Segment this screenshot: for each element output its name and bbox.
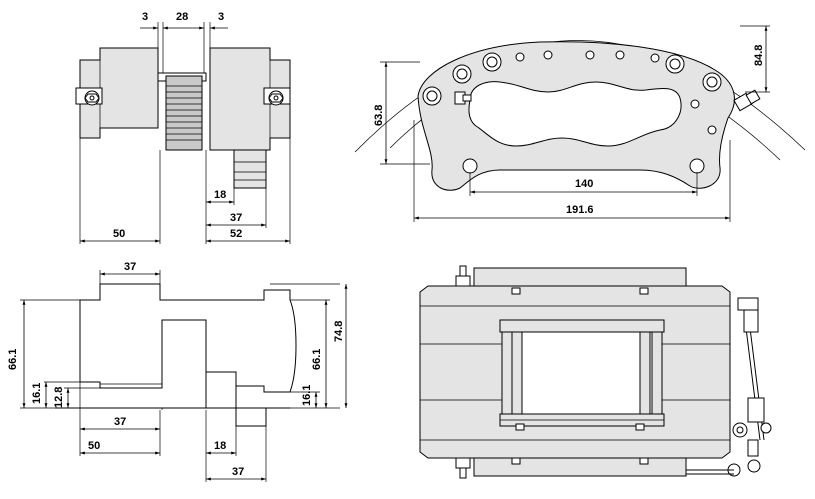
bolt-heads [455, 265, 649, 479]
dim-191-6: 191.6 [566, 204, 594, 216]
right-bleed-screw-icon [263, 87, 291, 106]
section-view: 37 66.1 16.1 12.8 66.1 74.8 16.1 37 50 1… [7, 261, 348, 482]
dim-66-1-right: 66.1 [311, 349, 323, 370]
dim-section-37-inner: 37 [114, 416, 126, 428]
dim-section-37-top: 37 [124, 261, 136, 273]
brake-line-icon [686, 297, 772, 477]
front-view: 3 28 3 18 37 50 52 [75, 11, 291, 244]
dim-18: 18 [214, 189, 226, 201]
left-bleed-screw-icon [75, 87, 103, 106]
dim-12-8: 12.8 [53, 387, 65, 408]
dim-16-1-right: 16.1 [301, 385, 313, 406]
dim-28: 28 [176, 11, 188, 23]
mounting-block [233, 149, 267, 189]
right-fitting-icon [733, 89, 761, 112]
dim-140: 140 [575, 178, 593, 190]
dim-section-50: 50 [88, 440, 100, 452]
dim-66-1-left: 66.1 [7, 349, 19, 370]
bottom-rail [473, 455, 687, 477]
section-outline [79, 283, 297, 393]
rotor-teeth [165, 75, 203, 151]
dim-52: 52 [230, 228, 242, 240]
dim-63-8: 63.8 [373, 105, 385, 126]
dim-50: 50 [113, 228, 125, 240]
dim-section-18: 18 [214, 440, 226, 452]
left-caliper-body [79, 47, 159, 139]
dim-section-37-bottom: 37 [232, 466, 244, 478]
dim-16-1-left: 16.1 [31, 383, 43, 404]
caliper-window [468, 81, 682, 147]
left-fitting-icon [454, 91, 472, 105]
dim-3-left: 3 [142, 11, 148, 23]
mounting-holes [422, 50, 722, 174]
top-rail [473, 267, 687, 287]
dim-37: 37 [230, 212, 242, 224]
pad-retainer [499, 319, 665, 427]
arc-view: 63.8 84.8 140 191.6 [354, 25, 806, 222]
rotor-teeth-lines [166, 85, 202, 141]
dim-84-8: 84.8 [753, 45, 765, 66]
top-view [419, 265, 772, 479]
dim-74-8: 74.8 [333, 321, 345, 342]
dim-3-right: 3 [218, 11, 224, 23]
